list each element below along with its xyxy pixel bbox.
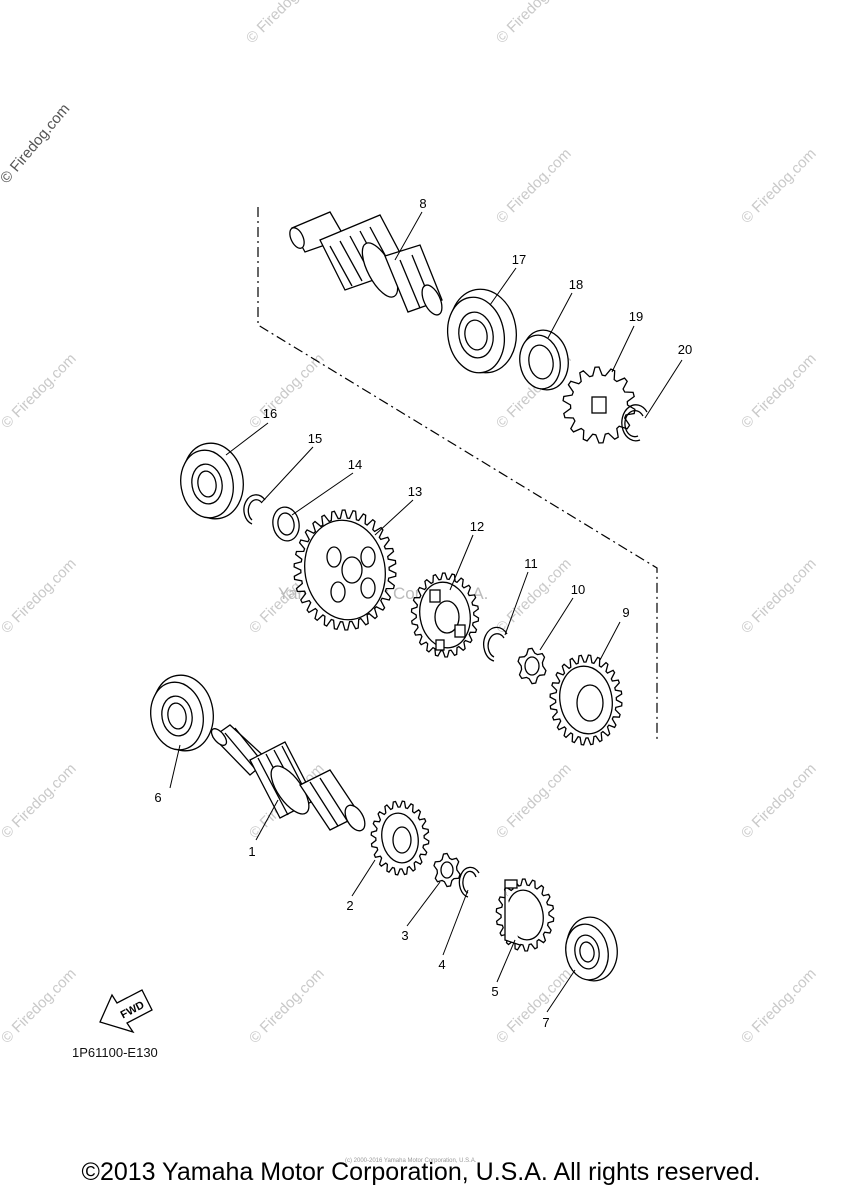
- callout-7: 7: [542, 1015, 549, 1030]
- callout-9: 9: [622, 605, 629, 620]
- callout-17: 17: [512, 252, 526, 267]
- gear-5: [495, 878, 555, 952]
- tiny-copyright: (c) 2000-2016 Yamaha Motor Corporation, …: [345, 1158, 477, 1164]
- gear-13: [293, 509, 397, 631]
- callout-8: 8: [419, 196, 426, 211]
- callout-10: 10: [571, 582, 585, 597]
- callout-13: 13: [408, 484, 422, 499]
- bearing-17: [446, 288, 517, 374]
- circlip-11: [483, 626, 508, 662]
- main-axle: [210, 724, 366, 832]
- callout-numbers: 1 2 3 4 5 6 7 8 9 10 11 12 13 14 15 16 1…: [154, 196, 692, 1030]
- callout-3: 3: [401, 928, 408, 943]
- callout-4: 4: [438, 957, 445, 972]
- callout-16: 16: [263, 406, 277, 421]
- callout-15: 15: [308, 431, 322, 446]
- circlip-4: [458, 866, 480, 898]
- gear-9: [549, 654, 623, 746]
- bearing-16: [180, 442, 244, 520]
- circlip-20: [621, 404, 648, 442]
- leader-lines: [169, 211, 683, 1013]
- callout-1: 1: [248, 844, 255, 859]
- gear-12: [410, 572, 480, 658]
- callout-6: 6: [154, 790, 161, 805]
- fwd-arrow-icon: FWD: [99, 989, 153, 1034]
- callout-5: 5: [491, 984, 498, 999]
- gear-2: [370, 800, 430, 876]
- bearing-7: [565, 916, 618, 982]
- washer-14: [272, 506, 300, 542]
- callout-19: 19: [629, 309, 643, 324]
- callout-11: 11: [524, 556, 538, 571]
- callout-12: 12: [470, 519, 484, 534]
- drive-axle: [289, 211, 443, 316]
- callout-14: 14: [348, 457, 362, 472]
- bearing-6: [150, 674, 214, 752]
- callout-2: 2: [346, 898, 353, 913]
- oil-seal-18: [519, 329, 569, 391]
- toothed-washer-10: [517, 647, 547, 685]
- copyright-notice: ©2013 Yamaha Motor Corporation, U.S.A. A…: [81, 1158, 761, 1186]
- callout-20: 20: [678, 342, 692, 357]
- toothed-washer-3: [433, 852, 461, 888]
- callout-18: 18: [569, 277, 583, 292]
- circlip-15: [243, 494, 266, 525]
- figure-code: 1P61100-E130: [72, 1045, 158, 1060]
- drive-sprocket-19: [562, 366, 636, 444]
